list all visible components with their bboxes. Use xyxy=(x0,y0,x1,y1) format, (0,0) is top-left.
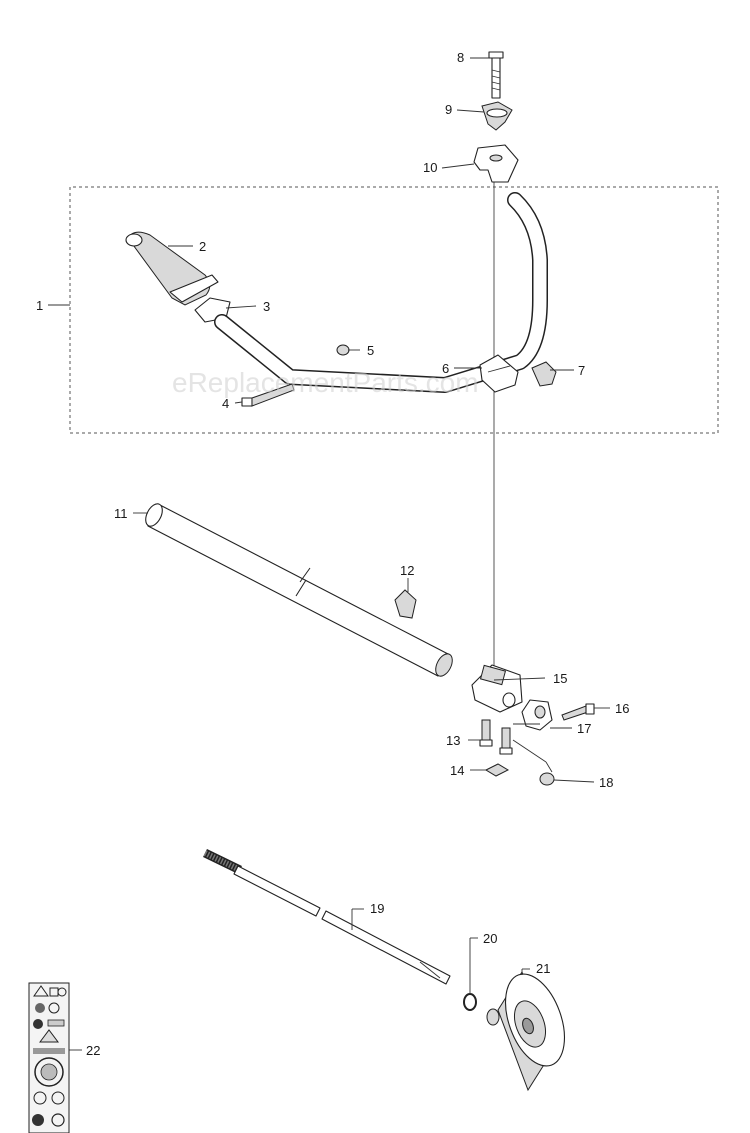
nut-part-18[interactable] xyxy=(539,772,555,786)
part-label-18: 18 xyxy=(599,775,613,790)
part-label-8: 8 xyxy=(457,50,464,65)
screw-part-13b[interactable] xyxy=(499,727,513,755)
screw-part-13[interactable] xyxy=(479,719,493,747)
part-label-6: 6 xyxy=(442,361,449,376)
handle-nut-part[interactable] xyxy=(531,361,557,387)
handle-assembly-group-box xyxy=(69,186,719,434)
leader-lines xyxy=(48,57,610,1051)
screw-part-16[interactable] xyxy=(561,703,595,721)
part-label-22: 22 xyxy=(86,1043,100,1058)
part-label-2: 2 xyxy=(199,239,206,254)
part-label-16: 16 xyxy=(615,701,629,716)
clamp-half-part[interactable] xyxy=(521,699,553,731)
part-label-12: 12 xyxy=(400,563,414,578)
shaft-clamp-part[interactable] xyxy=(471,664,523,713)
clutch-drum-part[interactable] xyxy=(486,966,576,1092)
nut-part-5[interactable] xyxy=(336,344,350,356)
part-label-5: 5 xyxy=(367,343,374,358)
part-label-19: 19 xyxy=(370,901,384,916)
part-label-15: 15 xyxy=(553,671,567,686)
o-ring-part[interactable] xyxy=(463,993,477,1011)
part-label-20: 20 xyxy=(483,931,497,946)
part-label-17: 17 xyxy=(577,721,591,736)
part-label-11: 11 xyxy=(114,506,128,521)
part-labels: 8 9 10 2 1 3 5 6 7 4 11 12 15 16 17 13 1… xyxy=(36,50,629,1058)
warning-decal-icons xyxy=(32,985,67,1127)
drive-shaft-part[interactable] xyxy=(203,848,451,985)
clamp-cap-part[interactable] xyxy=(473,144,519,183)
wing-knob-part[interactable] xyxy=(481,101,513,131)
shaft-tube-part[interactable] xyxy=(142,501,455,679)
decal-sheet-part[interactable] xyxy=(28,982,70,1133)
square-nut-part[interactable] xyxy=(484,763,510,777)
part-label-21: 21 xyxy=(536,961,550,976)
part-label-4: 4 xyxy=(222,396,229,411)
handle-clamp-part[interactable] xyxy=(479,354,519,393)
handlebar-part[interactable] xyxy=(214,192,548,393)
part-label-1: 1 xyxy=(36,298,43,313)
part-label-9: 9 xyxy=(445,102,452,117)
part-label-14: 14 xyxy=(450,763,464,778)
bolt-part[interactable] xyxy=(488,51,504,99)
part-label-3: 3 xyxy=(263,299,270,314)
part-label-10: 10 xyxy=(423,160,437,175)
watermark-text: eReplacementParts.com xyxy=(172,367,479,398)
grip-part[interactable] xyxy=(125,231,219,306)
small-clamp-part[interactable] xyxy=(394,589,417,619)
part-label-13: 13 xyxy=(446,733,460,748)
part-label-7: 7 xyxy=(578,363,585,378)
